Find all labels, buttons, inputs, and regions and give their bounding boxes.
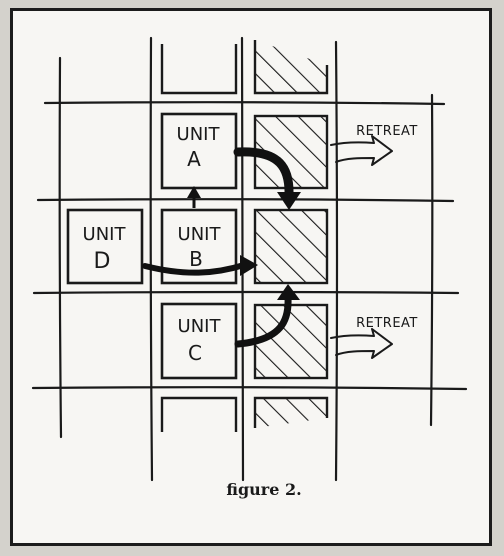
grid-line-h1 (43, 101, 446, 106)
grid-line-v1 (58, 56, 63, 439)
attack-arrow-d (142, 262, 247, 276)
retreat-label-top: RETREAT (356, 124, 418, 139)
unit-d-label-line2: D (94, 249, 111, 274)
hatched-square-2 (253, 208, 329, 285)
hatched-partial-box-top (253, 40, 329, 95)
grid (31, 36, 468, 482)
retreat-arrows (330, 135, 393, 359)
attack-arrows (142, 147, 294, 348)
retreat-arrow-top (330, 135, 393, 166)
grid-line-h4 (31, 386, 468, 391)
attack-arrow-d-head (240, 255, 258, 276)
hatched-partial-box-bottom (253, 396, 329, 428)
figure-caption: figure 2. (226, 480, 301, 499)
grid-line-v4 (334, 40, 339, 482)
unit-c-label-line2: C (188, 341, 202, 365)
attack-arrow-c-head (277, 284, 300, 300)
retreat-arrow-bottom (330, 328, 393, 359)
grid-line-v5 (429, 93, 434, 427)
unit-b-label-line1: UNIT (178, 224, 222, 245)
top-row-boxes (160, 40, 329, 95)
unit-c-box (160, 302, 238, 380)
unit-d-label-line1: UNIT (83, 224, 127, 245)
attack-arrow-c (234, 294, 292, 348)
attack-arrow-a (233, 147, 294, 201)
unit-labels: UNIT A UNIT B UNIT C UNIT D (83, 124, 222, 365)
unit-b-label-line2: B (189, 247, 203, 271)
retreat-label-bottom: RETREAT (356, 316, 418, 331)
unit-a-box (160, 112, 238, 190)
grid-line-h2 (36, 198, 455, 203)
advance-arrow-b-to-a (187, 186, 201, 208)
unit-d-box (66, 208, 144, 285)
partial-box-bottom-left (160, 396, 238, 432)
hatched-square-3 (253, 303, 329, 380)
unit-c-label-line1: UNIT (178, 316, 222, 337)
grid-line-h3 (32, 290, 460, 295)
attack-arrow-heads (240, 192, 301, 300)
attack-arrow-a-head (277, 192, 301, 210)
unit-a-label-line1: UNIT (177, 124, 221, 145)
grid-line-v2 (149, 36, 154, 482)
bottom-row-boxes (160, 396, 329, 432)
partial-box-top-left (160, 44, 238, 95)
unit-a-label-line2: A (187, 147, 201, 171)
